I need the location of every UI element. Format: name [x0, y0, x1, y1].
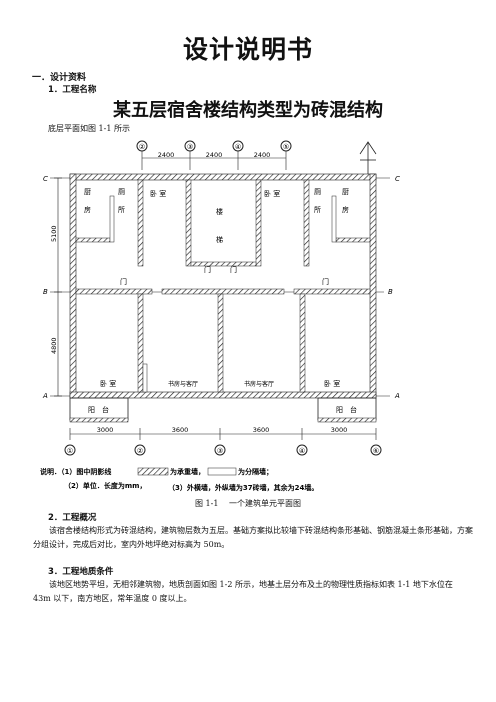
dim-bottom-1: 3000	[97, 426, 114, 434]
drawing-notes: 说明．（1）图中阴影线 为承重墙， 为分隔墙； （2）单位．长度为mm， （3）…	[40, 467, 318, 492]
room-bedroom-1: 卧 室	[150, 189, 166, 198]
axis-label-top-4: ④	[235, 143, 241, 151]
room-stair-1: 楼	[216, 207, 223, 216]
room-toilet-left-1: 厕	[118, 188, 125, 196]
door-label-2: 门	[204, 265, 211, 274]
dim-top-1: 2400	[158, 151, 175, 159]
note-line-1c: 为分隔墙；	[238, 467, 273, 476]
note-line-3: （3）外横墙，外纵墙为37砖墙，其余为24墙。	[168, 483, 318, 492]
figure-caption: 图 1-1 一个建筑单元平面图	[195, 499, 301, 508]
axis-label-top-2: ②	[139, 143, 145, 151]
axis-label-a-right: A	[394, 392, 400, 400]
section-heading-design-data: 一．设计资料	[32, 73, 87, 83]
note-line-1b: 为承重墙，	[170, 467, 205, 476]
room-stair-2: 梯	[216, 235, 223, 244]
room-balcony-left: 阳 台	[88, 405, 109, 414]
axis-label-c-left: C	[43, 175, 48, 183]
axis-label-bottom-2: ②	[137, 447, 143, 455]
axis-label-bottom-1: ①	[67, 447, 73, 455]
room-kitchen-right-1: 厨	[342, 188, 349, 196]
room-kitchen-right-2: 房	[342, 205, 349, 214]
axis-label-bottom-4: ④	[299, 447, 305, 455]
door-label-4: 门	[322, 277, 329, 286]
balconies	[69, 397, 377, 423]
door-label-3: 门	[230, 265, 237, 274]
subheading-geology: 3．工程地质条件	[48, 567, 114, 577]
north-symbol	[359, 141, 377, 174]
dim-bottom-3: 3600	[253, 426, 270, 434]
intro-text: 底层平面如图 1-1 所示	[48, 124, 130, 133]
axis-label-a-left: A	[42, 392, 48, 400]
room-toilet-left-2: 所	[118, 205, 125, 214]
left-dimensions: 5100 4800	[50, 177, 62, 397]
axis-label-bottom-6: ⑥	[373, 447, 379, 455]
room-kitchen-left-1: 厨	[84, 188, 91, 196]
axis-label-b-right: B	[388, 288, 393, 296]
dim-left-2: 4800	[50, 337, 58, 354]
room-toilet-right-1: 厕	[314, 188, 321, 196]
dim-top-2: 2400	[206, 151, 223, 159]
dim-bottom-2: 3600	[172, 426, 189, 434]
axis-label-bottom-3: ③	[217, 447, 223, 455]
subheading-overview: 2．工程概况	[48, 513, 97, 523]
paragraph-geology: 该地区地势平坦，无相邻建筑物，地质剖面如图 1-2 所示，地基土层分布及土的物理…	[33, 580, 453, 603]
room-bedroom-3: 卧 室	[100, 379, 116, 388]
room-kitchen-left-2: 房	[84, 205, 91, 214]
axis-label-c-right: C	[395, 175, 400, 183]
document-title: 设计说明书	[182, 35, 313, 64]
subheading-project-name: 1．工程名称	[48, 85, 97, 95]
room-toilet-right-2: 所	[314, 205, 321, 214]
room-bedroom-2: 卧 室	[264, 189, 280, 198]
floor-plan-drawing: ② ③ ④ ⑤ 2400 2400 2400 C B A C B A 5100	[40, 140, 400, 492]
axis-markers-top: ② ③ ④ ⑤ 2400 2400 2400	[136, 140, 292, 170]
dim-top-3: 2400	[254, 151, 271, 159]
room-study-2: 书房与客厅	[244, 380, 274, 388]
room-labels: 厨 房 厕 所 卧 室 楼 梯 卧 室 厕 所 厨 房 门 门 门 门 卧 室 …	[84, 188, 357, 414]
interior-walls	[75, 179, 371, 393]
dim-bottom-4: 3000	[331, 426, 348, 434]
room-balcony-right: 阳 台	[336, 405, 357, 414]
axis-label-top-5: ⑤	[283, 143, 289, 151]
room-study-1: 书房与客厅	[168, 380, 198, 388]
paragraph-overview: 该宿舍楼结构形式为砖混结构，建筑物层数为五层。基础方案拟比较墙下砖混结构条形基础…	[33, 526, 473, 549]
dim-left-1: 5100	[50, 225, 58, 242]
axis-label-top-3: ③	[187, 143, 193, 151]
bottom-dimensions: 3000 3600 3600 3000 ① ② ③ ④ ⑥	[64, 426, 382, 456]
note-line-2: （2）单位．长度为mm，	[64, 481, 146, 490]
room-bedroom-4: 卧 室	[324, 379, 340, 388]
door-label-1: 门	[120, 277, 127, 286]
project-title: 某五层宿舍楼结构类型为砖混结构	[113, 100, 383, 121]
note-line-1a: 说明．（1）图中阴影线	[40, 467, 111, 476]
axis-label-b-left: B	[43, 288, 48, 296]
